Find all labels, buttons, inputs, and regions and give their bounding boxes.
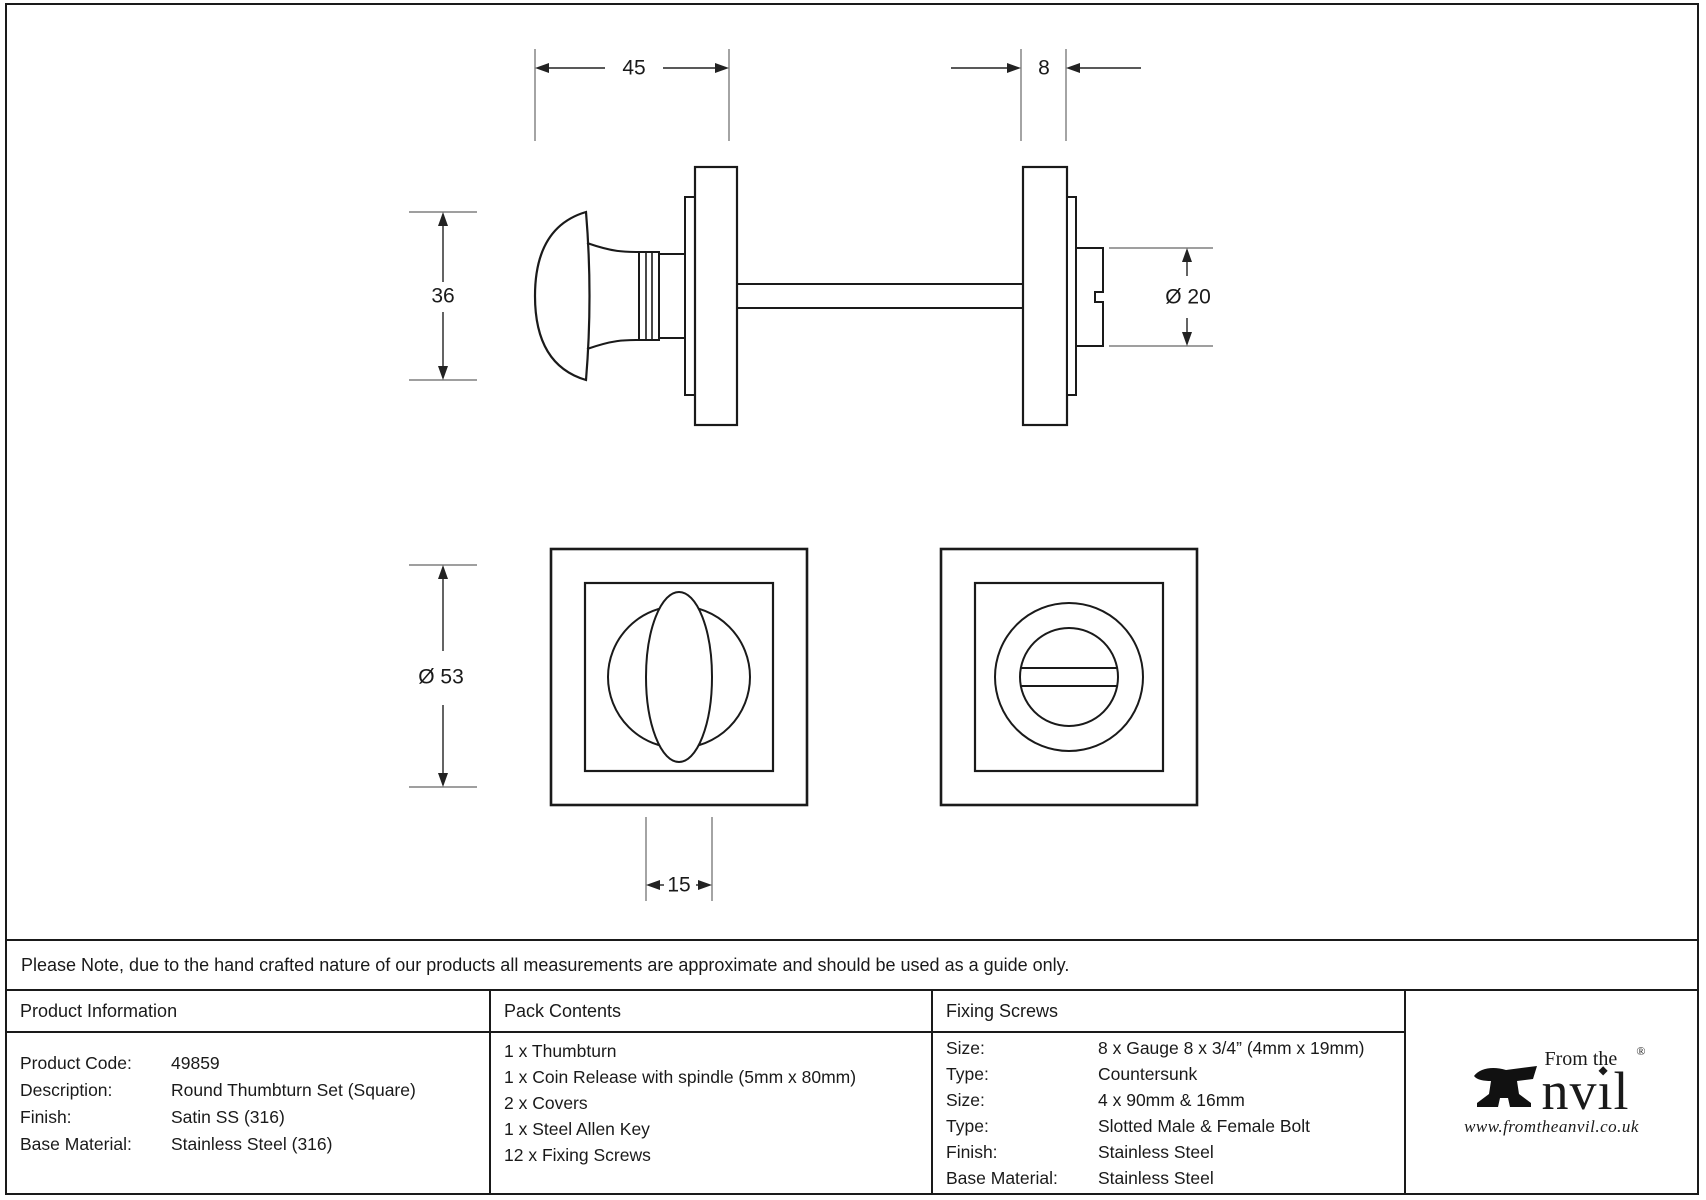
- brand-website: www.fromtheanvil.co.uk: [1464, 1116, 1639, 1136]
- dimension-label-knob-height: 36: [431, 285, 454, 308]
- list-item: 1 x Coin Release with spindle (5mm x 80m…: [504, 1067, 857, 1087]
- from-the-anvil-logo: From the ® nvı◆l www.fromtheanvil.co.uk: [1464, 1044, 1645, 1137]
- thumbturn-knob: [533, 210, 591, 382]
- table-row: Finish: Stainless Steel: [946, 1139, 1404, 1165]
- row-value: 4 x 90mm & 16mm: [1098, 1090, 1245, 1110]
- spindle: [736, 283, 1024, 309]
- row-value: 8 x Gauge 8 x 3/4” (4mm x 19mm): [1098, 1038, 1365, 1058]
- table-row: Description: Round Thumbturn Set (Square…: [20, 1077, 489, 1104]
- row-value: Stainless Steel: [1098, 1168, 1214, 1188]
- row-value: Round Thumbturn Set (Square): [171, 1080, 416, 1100]
- brand-name: nvı◆l: [1541, 1061, 1629, 1121]
- row-label: Finish:: [20, 1107, 72, 1127]
- coin-release-inner-circle: [1019, 627, 1119, 727]
- side-view-thumbturn-set: 45 8 36: [409, 49, 1217, 427]
- table-row: Base Material: Stainless Steel (316): [20, 1131, 489, 1158]
- dimension-label-grip-width: 15: [667, 874, 690, 897]
- row-value: Stainless Steel (316): [171, 1134, 333, 1154]
- coin-release-turn: [1075, 247, 1104, 347]
- table-row: Size: 4 x 90mm & 16mm: [946, 1087, 1404, 1113]
- left-cover-side: [693, 165, 739, 427]
- list-item: 1 x Steel Allen Key: [504, 1119, 650, 1139]
- row-label: Type:: [946, 1116, 989, 1136]
- row-value: Stainless Steel: [1098, 1142, 1214, 1162]
- table-row: Type: Countersunk: [946, 1061, 1404, 1087]
- measurement-note: Please Note, due to the hand crafted nat…: [7, 939, 1697, 991]
- row-value: 49859: [171, 1053, 220, 1073]
- row-label: Size:: [946, 1090, 985, 1110]
- dimension-label-cover-thickness: 8: [1038, 57, 1050, 80]
- table-row: Finish: Satin SS (316): [20, 1104, 489, 1131]
- anvil-icon: [1474, 1065, 1538, 1107]
- page-border: 45 8 36: [5, 3, 1699, 1195]
- row-label: Size:: [946, 1038, 985, 1058]
- table-row: Product Code: 49859: [20, 1050, 489, 1077]
- right-cover-backplate: [1066, 196, 1077, 396]
- dimension-label-projection: 45: [622, 57, 645, 80]
- list-item: 1 x Thumbturn: [504, 1041, 617, 1061]
- registered-mark: ®: [1636, 1043, 1646, 1058]
- list-item: 2 x Covers: [504, 1093, 588, 1113]
- table-row: Type: Slotted Male & Female Bolt: [946, 1113, 1404, 1139]
- table-row: Size: 8 x Gauge 8 x 3/4” (4mm x 19mm): [946, 1035, 1404, 1061]
- note-text: Please Note, due to the hand crafted nat…: [21, 954, 1070, 975]
- spec-table: Product Information Product Code: 49859 …: [7, 991, 1697, 1193]
- product-information-column: Product Information Product Code: 49859 …: [7, 991, 491, 1193]
- left-cover-backplate: [684, 196, 696, 396]
- row-label: Finish:: [946, 1142, 998, 1162]
- pack-contents-header: Pack Contents: [491, 991, 931, 1033]
- row-value: Countersunk: [1098, 1064, 1198, 1084]
- right-cover-side: [1021, 165, 1069, 427]
- row-value: Satin SS (316): [171, 1107, 285, 1127]
- row-value: Slotted Male & Female Bolt: [1098, 1116, 1311, 1136]
- product-information-header: Product Information: [7, 991, 489, 1033]
- row-label: Base Material:: [946, 1168, 1058, 1188]
- list-item: 12 x Fixing Screws: [504, 1145, 651, 1165]
- dimension-label-cover-diameter: Ø 53: [418, 666, 464, 689]
- thumbturn-grip: [645, 591, 713, 763]
- row-label: Type:: [946, 1064, 989, 1084]
- row-label: Base Material:: [20, 1134, 132, 1154]
- front-view-thumbturn: Ø 53 15: [409, 547, 809, 901]
- row-label: Description:: [20, 1080, 113, 1100]
- brand-prefix: From the: [1544, 1047, 1618, 1070]
- dimension-label-turn-diameter: Ø 20: [1165, 286, 1211, 309]
- pack-contents-column: Pack Contents 1 x Thumbturn 1 x Coin Rel…: [491, 991, 933, 1193]
- front-view-coin-release: [939, 547, 1199, 807]
- row-label: Product Code:: [20, 1053, 132, 1073]
- table-row: Base Material: Stainless Steel: [946, 1165, 1404, 1191]
- fixing-screws-header: Fixing Screws: [933, 991, 1404, 1033]
- brand-cell: From the ® nvı◆l www.fromtheanvil.co.uk: [1406, 991, 1697, 1193]
- fixing-screws-column: Fixing Screws Size: 8 x Gauge 8 x 3/4” (…: [933, 991, 1406, 1193]
- technical-drawing: 45 8 36: [409, 49, 1217, 901]
- i-dot-diamond: ◆: [1598, 1062, 1609, 1077]
